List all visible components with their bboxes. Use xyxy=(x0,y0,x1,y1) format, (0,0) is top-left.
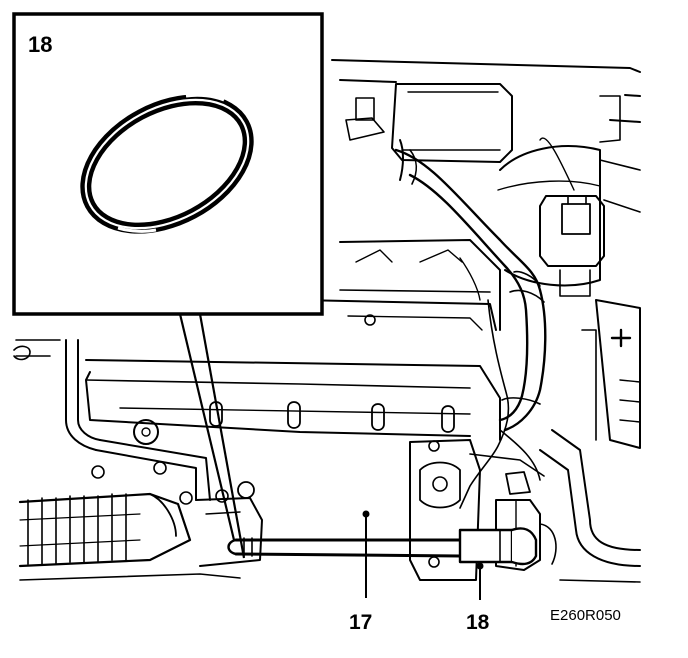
coolant-pipe xyxy=(227,527,538,566)
detail-inset: 18 xyxy=(12,12,324,316)
o-ring-seal xyxy=(80,93,254,234)
figure-code: E260R050 xyxy=(550,607,621,624)
inset-callout-number: 18 xyxy=(28,32,52,57)
inset-leader-lines xyxy=(178,313,246,559)
callout-18: 18 xyxy=(466,611,490,634)
engine-bay-artwork xyxy=(13,59,641,583)
callout-leaders xyxy=(362,510,484,600)
callout-17: 17 xyxy=(349,611,372,634)
